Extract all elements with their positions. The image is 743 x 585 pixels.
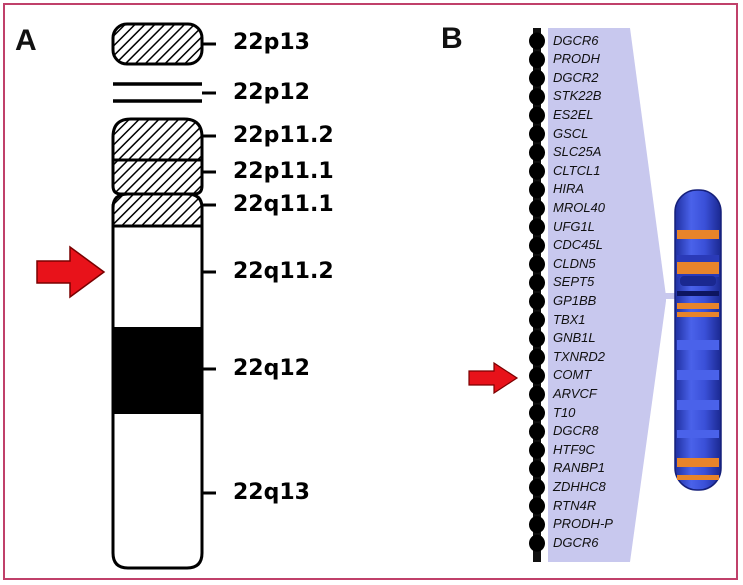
gene-region-highlight [548,28,666,562]
gene-label: CLDN5 [553,256,596,271]
gene-label: GNB1L [553,330,596,345]
gene-label: CDC45L [553,237,603,252]
gene-bead [529,125,545,143]
gene-bead [529,423,545,441]
panel-b-label: B [441,22,463,55]
gene-bead [529,367,545,385]
chromosome-22-3d-icon [674,189,722,491]
gene-label: MROL40 [553,200,606,215]
band-22q11.1-hatch [111,192,204,228]
band-label-22q12: 22q12 [233,356,310,381]
gene-label: RANBP1 [553,460,606,475]
gene-bead [529,162,545,180]
gene-bead [529,516,545,534]
band-22p13-shape [111,22,204,66]
figure-frame [3,3,738,580]
gene-bead [529,534,545,552]
gene-label: ARVCF [553,386,597,401]
gene-label: DGCR8 [553,423,599,438]
gene-label: GP1BB [553,293,597,308]
band-label-22p11.1: 22p11.1 [233,159,334,184]
gene-bead [529,32,545,50]
gene-bead [529,181,545,199]
gene-label: DGCR2 [553,70,599,85]
gene-bead [529,218,545,236]
gene-beads [529,32,545,552]
gene-label: HIRA [553,181,585,196]
gene-bead [529,460,545,478]
gene-bead [529,255,545,273]
gene-bead [529,441,545,459]
gene-bead [529,199,545,217]
gene-label: CLTCL1 [553,163,601,178]
gene-label: PRODH-P [553,516,613,531]
gene-label: SEPT5 [553,274,595,289]
gene-bead [529,348,545,366]
gene-label: TBX1 [553,312,586,327]
band-label-22p12: 22p12 [233,80,310,105]
gene-bead [529,88,545,106]
gene-bead [529,51,545,69]
red-arrow-icon [36,245,106,299]
gene-bead [529,144,545,162]
red-arrow-icon [468,361,519,395]
gene-label: UFG1L [553,219,595,234]
gene-bead [529,292,545,310]
gene-bead [529,311,545,329]
chromosome-22-ideogram [111,22,204,570]
gene-label: ES2EL [553,107,594,122]
gene-label: TXNRD2 [553,349,606,364]
band-label-22q11.2: 22q11.2 [233,259,334,284]
gene-bead [529,478,545,496]
gene-bead [529,69,545,87]
panel-a-label: A [15,24,37,57]
gene-label: HTF9C [553,442,595,457]
band-label-22p11.2: 22p11.2 [233,123,334,148]
band-22p11-shape [111,117,204,196]
gene-bead [529,404,545,422]
band-ticks [202,42,216,495]
gene-label: COMT [553,367,592,382]
band-label-22q13: 22q13 [233,480,310,505]
gene-label: SLC25A [553,144,602,159]
gene-label: RTN4R [553,498,597,513]
gene-label: STK22B [553,88,602,103]
gene-bead [529,274,545,292]
gene-bead [529,237,545,255]
band-22q12-dark [113,327,202,414]
gene-label: PRODH [553,51,600,66]
gene-label: ZDHHC8 [553,479,606,494]
gene-bead [529,497,545,515]
gene-bead [529,106,545,124]
gene-label: DGCR6 [553,33,599,48]
band-label-22q11.1: 22q11.1 [233,192,334,217]
gene-bead [529,330,545,348]
gene-label: DGCR6 [553,535,599,550]
gene-label: T10 [553,405,576,420]
gene-label: GSCL [553,126,589,141]
band-label-22p13: 22p13 [233,30,310,55]
gene-bead [529,385,545,403]
